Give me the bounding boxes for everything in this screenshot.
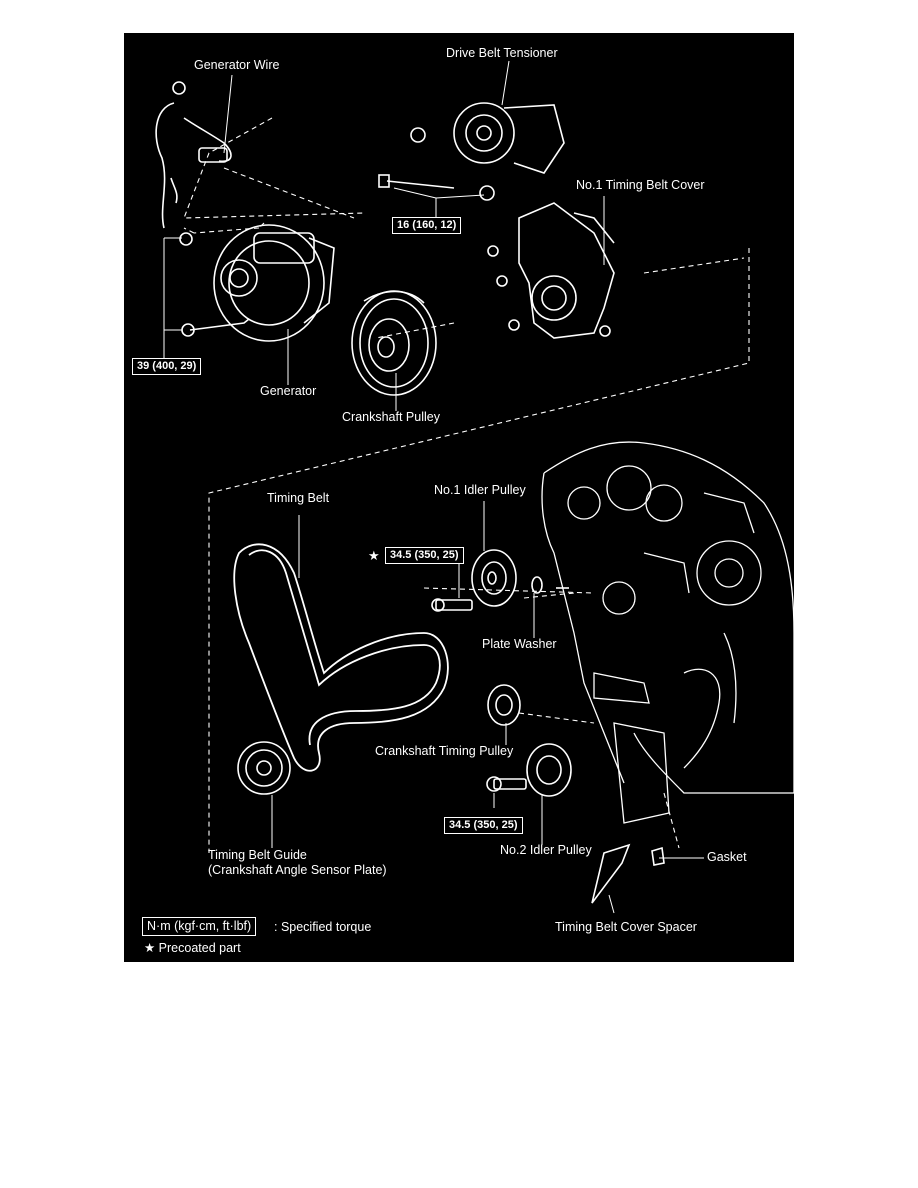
cover-spacer-drawing xyxy=(591,843,665,904)
leader-lines xyxy=(163,60,704,914)
label-gasket: Gasket xyxy=(707,850,747,864)
label-plate-washer: Plate Washer xyxy=(482,637,557,651)
label-timing-belt-cover-spacer: Timing Belt Cover Spacer xyxy=(555,920,697,934)
torque-idler2-bolt: 34.5 (350, 25) xyxy=(444,817,523,834)
label-crankshaft-timing-pulley: Crankshaft Timing Pulley xyxy=(375,744,514,758)
label-timing-belt: Timing Belt xyxy=(267,491,330,505)
label-drive-belt-tensioner: Drive Belt Tensioner xyxy=(446,46,558,60)
legend-precoated: ★ Precoated part xyxy=(144,941,241,955)
label-generator: Generator xyxy=(260,384,317,398)
idler-pulley-2-drawing xyxy=(486,743,572,797)
engine-block-drawing xyxy=(541,441,794,824)
label-timing-belt-guide: Timing Belt Guide xyxy=(208,848,307,862)
crankshaft-pulley-drawing xyxy=(351,290,437,396)
diagram-artwork xyxy=(155,60,794,914)
crankshaft-timing-pulley-drawing xyxy=(487,684,521,726)
drive-belt-tensioner-drawing xyxy=(378,102,565,201)
label-no1-timing-belt-cover: No.1 Timing Belt Cover xyxy=(576,178,705,192)
idler-pulley-1-drawing xyxy=(431,549,569,612)
torque-tensioner-bolt: 16 (160, 12) xyxy=(392,217,462,234)
precoated-star-icon: ★ xyxy=(368,548,380,563)
label-no1-idler-pulley: No.1 Idler Pulley xyxy=(434,483,526,497)
legend-torque-units: N·m (kgf·cm, ft·lbf) xyxy=(142,917,257,936)
timing-belt-cover-drawing xyxy=(487,202,615,339)
label-no2-idler-pulley: No.2 Idler Pulley xyxy=(500,843,592,857)
exploded-view-diagram: Generator Wire Drive Belt Tensioner No.1… xyxy=(124,33,794,962)
torque-idler1-bolt: 34.5 (350, 25) xyxy=(385,547,464,564)
label-crankshaft-pulley: Crankshaft Pulley xyxy=(342,410,440,424)
alignment-lines xyxy=(183,117,750,853)
torque-generator-bolt: 39 (400, 29) xyxy=(132,358,202,375)
generator-drawing xyxy=(179,224,335,342)
timing-belt-guide-drawing xyxy=(237,741,291,795)
timing-belt-drawing xyxy=(233,543,449,772)
label-crankshaft-angle-sensor-plate: (Crankshaft Angle Sensor Plate) xyxy=(208,863,387,877)
generator-wire-drawing xyxy=(155,81,232,229)
legend-torque-desc: : Specified torque xyxy=(274,920,372,934)
label-generator-wire: Generator Wire xyxy=(194,58,280,72)
